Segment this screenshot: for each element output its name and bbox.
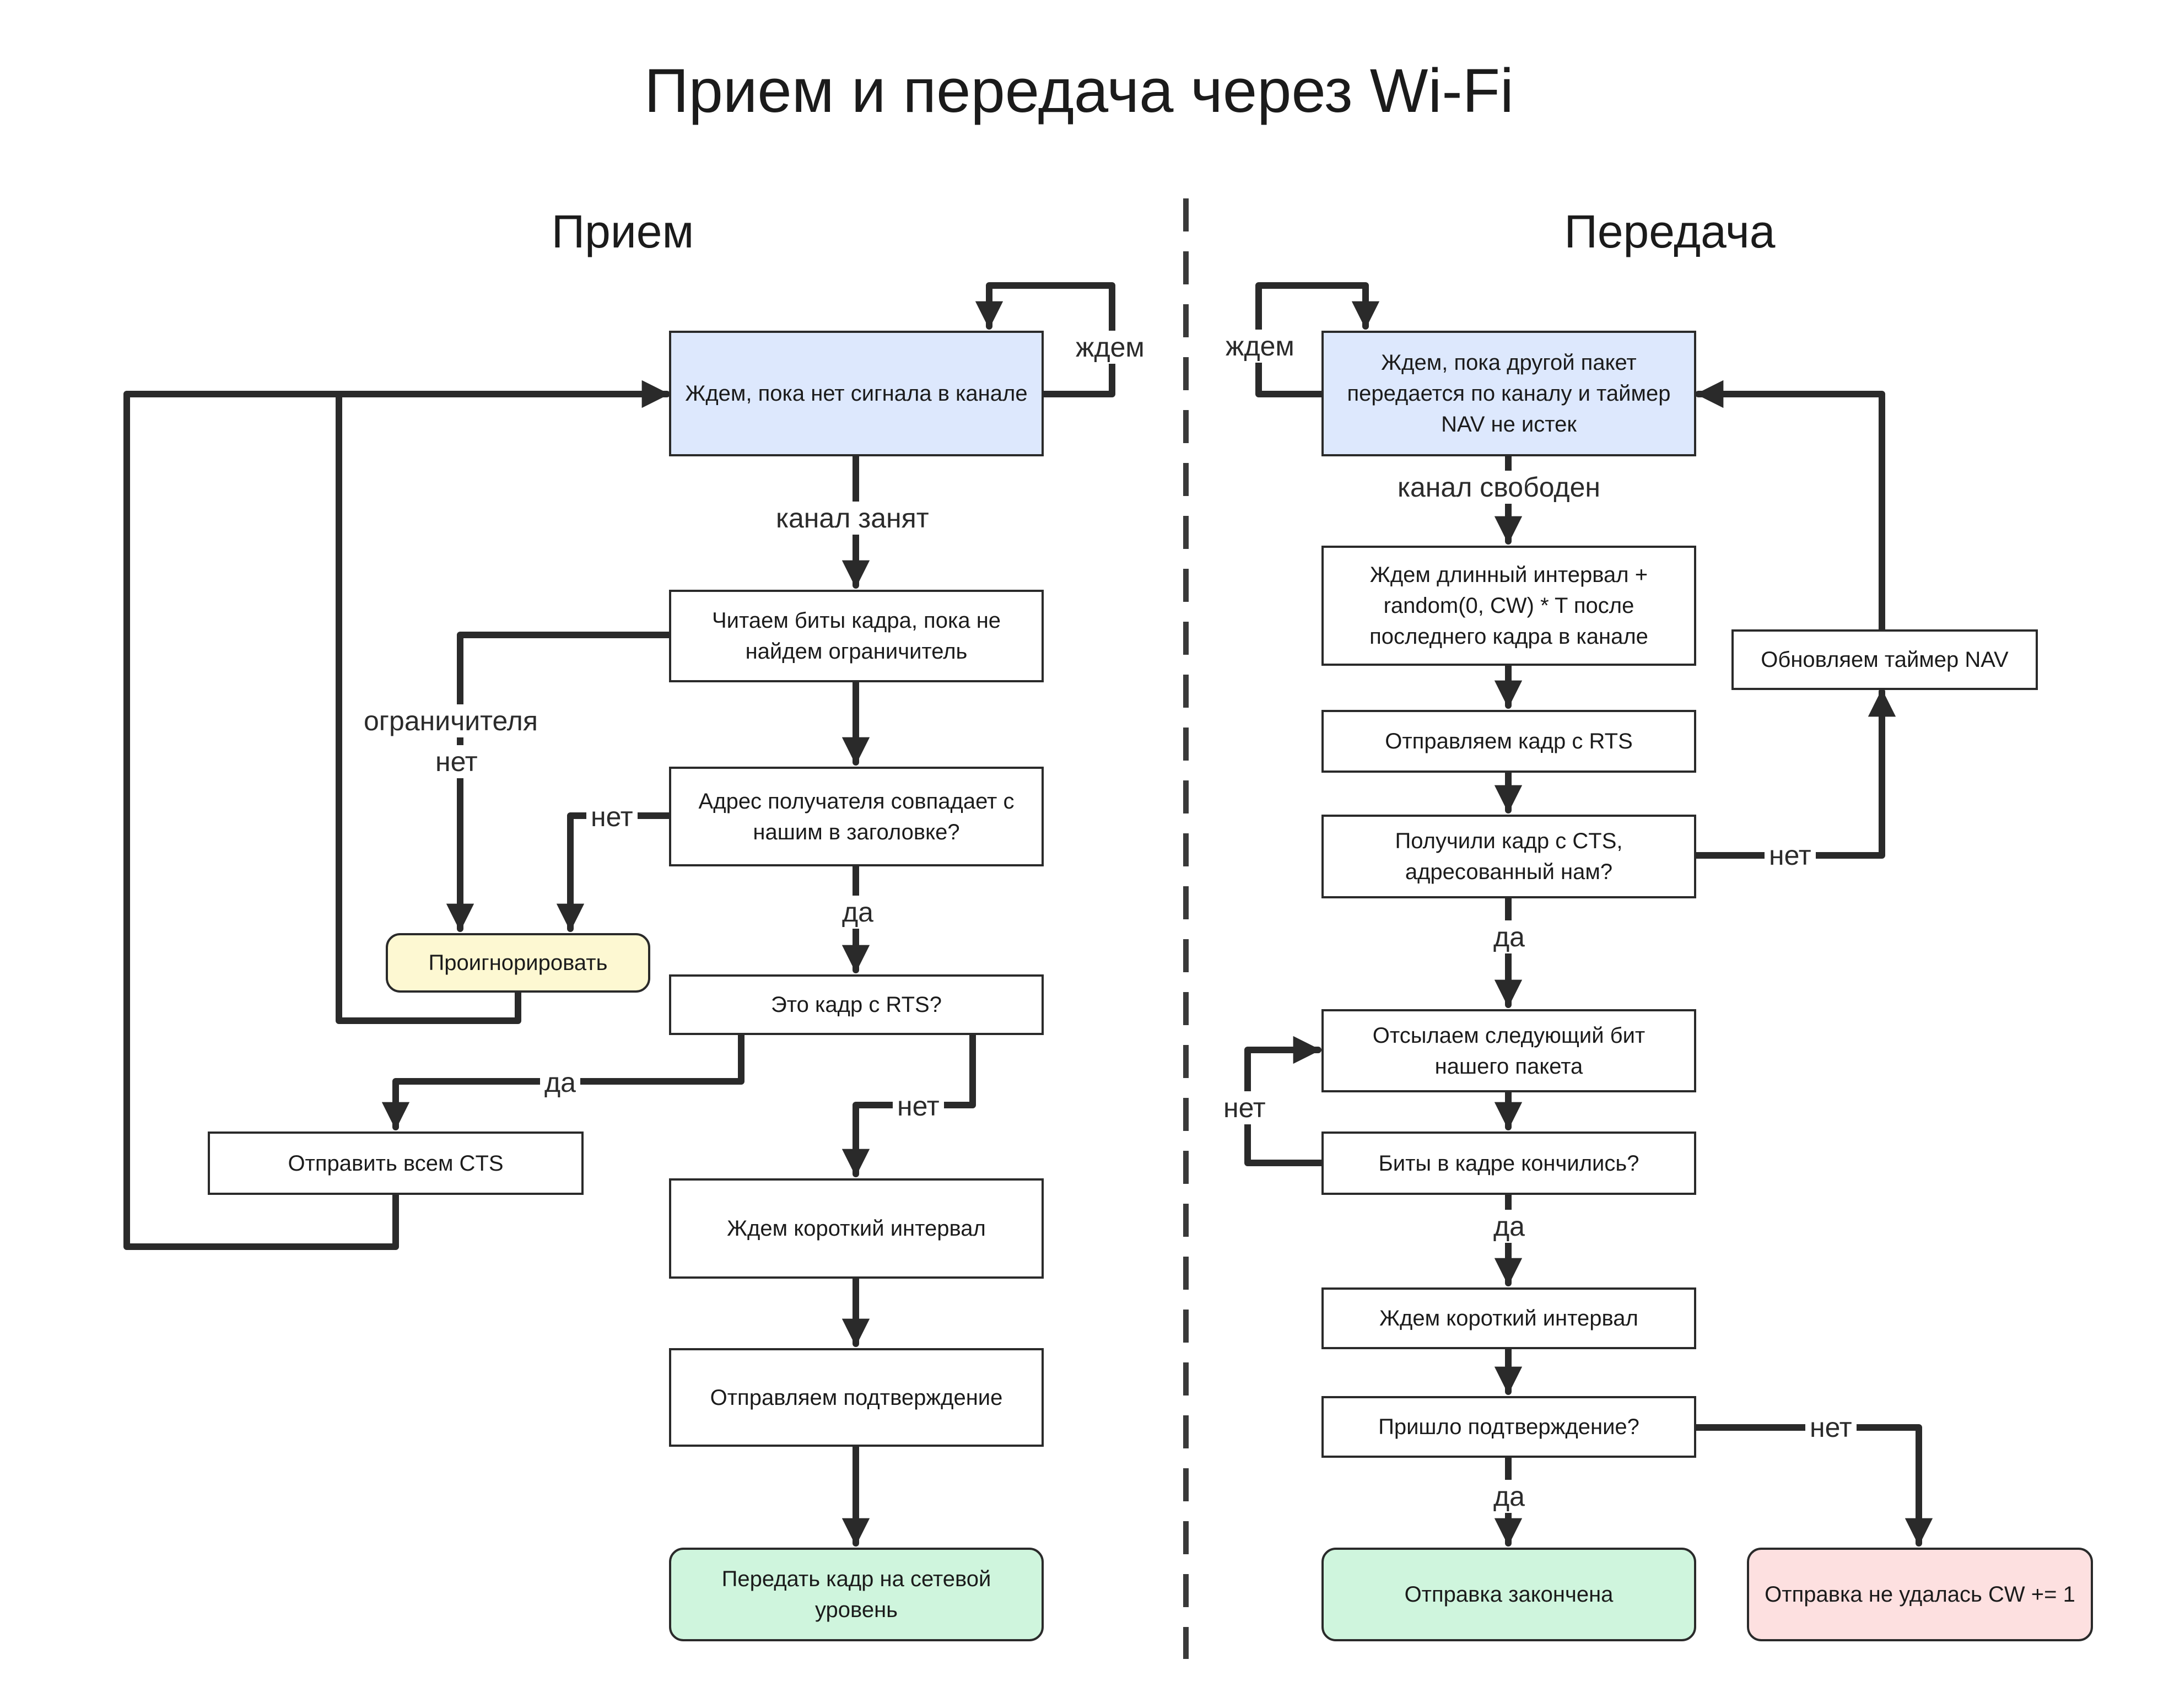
- label-t-ack-yes: да: [1489, 1480, 1529, 1513]
- label-r-no-delim-1: ограничителя: [359, 704, 542, 737]
- node-t-got-cts: Получили кадр с CTS, адресованный нам?: [1321, 815, 1696, 898]
- node-t-wait-long: Ждем длинный интервал + random(0, CW) * …: [1321, 546, 1696, 666]
- edge-t-wait-loop: [1255, 282, 1380, 397]
- node-t-send-rts: Отправляем кадр с RTS: [1321, 710, 1696, 773]
- node-r-wait-short: Ждем короткий интервал: [669, 1178, 1044, 1279]
- label-t-ack-no: нет: [1805, 1411, 1857, 1444]
- node-r-send-cts-all: Отправить всем CTS: [208, 1132, 584, 1195]
- node-t-wait-short: Ждем короткий интервал: [1321, 1287, 1696, 1349]
- label-t-bits-yes: да: [1489, 1210, 1529, 1243]
- node-t-wait-channel: Ждем, пока другой пакет передается по ка…: [1321, 331, 1696, 456]
- section-receive-heading: Прием: [551, 206, 694, 257]
- label-r-rts-no: нет: [893, 1090, 944, 1123]
- label-t-bits-no: нет: [1219, 1091, 1270, 1124]
- label-r-addr-no: нет: [586, 800, 638, 833]
- node-r-wait-signal: Ждем, пока нет сигнала в канале: [669, 331, 1044, 456]
- node-t-update-nav: Обновляем таймер NAV: [1731, 629, 2038, 690]
- label-r-addr-yes: да: [838, 896, 878, 929]
- edge-r-ignore-back: [336, 380, 670, 1024]
- node-t-failed: Отправка не удалась CW += 1: [1747, 1548, 2093, 1641]
- node-r-read-bits: Читаем биты кадра, пока не найдем ограни…: [669, 590, 1044, 682]
- node-t-ack-received: Пришло подтверждение?: [1321, 1396, 1696, 1458]
- node-r-pass-up: Передать кадр на сетевой уровень: [669, 1548, 1044, 1641]
- label-t-free: канал свободен: [1393, 471, 1605, 504]
- node-t-done: Отправка закончена: [1321, 1548, 1696, 1641]
- node-t-bits-done: Биты в кадре кончились?: [1321, 1132, 1696, 1195]
- edge-r-wait-loop: [975, 282, 1115, 397]
- label-r-rts-yes: да: [540, 1066, 580, 1099]
- node-t-send-bit: Отсылаем следующий бит нашего пакета: [1321, 1009, 1696, 1092]
- label-t-cts-yes: да: [1489, 920, 1529, 953]
- node-r-send-ack: Отправляем подтверждение: [669, 1348, 1044, 1447]
- label-t-cts-no: нет: [1765, 839, 1816, 872]
- edge-t-nav-back: [1695, 380, 1885, 633]
- section-transmit-heading: Передача: [1564, 206, 1776, 257]
- node-r-is-rts: Это кадр с RTS?: [669, 974, 1044, 1035]
- edge-r-cts-back: [123, 391, 399, 1250]
- page-title: Прием и передача через Wi-Fi: [644, 56, 1514, 125]
- edge-t-cts-no: [1692, 688, 1896, 859]
- label-r-busy: канал занят: [772, 502, 934, 535]
- node-r-ignore: Проигнорировать: [386, 933, 650, 993]
- label-t-wait: ждем: [1221, 330, 1299, 363]
- label-r-no-delim-2: нет: [431, 745, 482, 778]
- node-r-address-match: Адрес получателя совпадает с нашим в заг…: [669, 767, 1044, 866]
- edge-r-no-delim: [446, 632, 672, 932]
- label-r-wait: ждем: [1071, 331, 1149, 364]
- edge-t-ack-no: [1692, 1424, 1933, 1547]
